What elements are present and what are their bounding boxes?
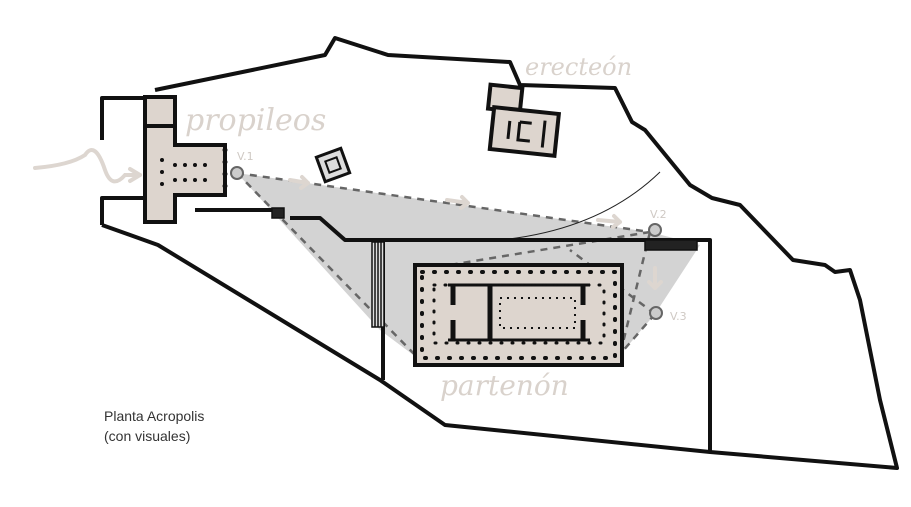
viewpoint-v1-label: V.1 [237,150,254,163]
viewpoints [230,166,663,320]
entry-wavy-arrow [33,148,142,184]
erecteon-building [485,82,562,158]
viewpoint-v2-marker [648,223,662,237]
caption-title: Planta Acropolis [104,408,205,424]
propileos-label: propileos [185,103,326,138]
viewpoint-v1-marker [230,166,244,180]
altar [314,146,352,184]
partenon-building [413,263,624,367]
propileos-building [143,95,227,224]
viewpoint-v3-marker [649,306,663,320]
propileos-columns [160,147,228,189]
viewpoint-v3-label: V.3 [670,310,687,323]
partenon-label: partenón [440,369,569,402]
steps [271,207,698,328]
path-curve [499,171,661,241]
caption-subtitle: (con visuales) [104,428,191,444]
viewpoint-v2-label: V.2 [650,208,667,221]
plan-caption: Planta Acropolis (con visuales) [104,406,204,446]
erecteon-label: erecteón [525,53,632,81]
path-arrows [33,148,663,290]
